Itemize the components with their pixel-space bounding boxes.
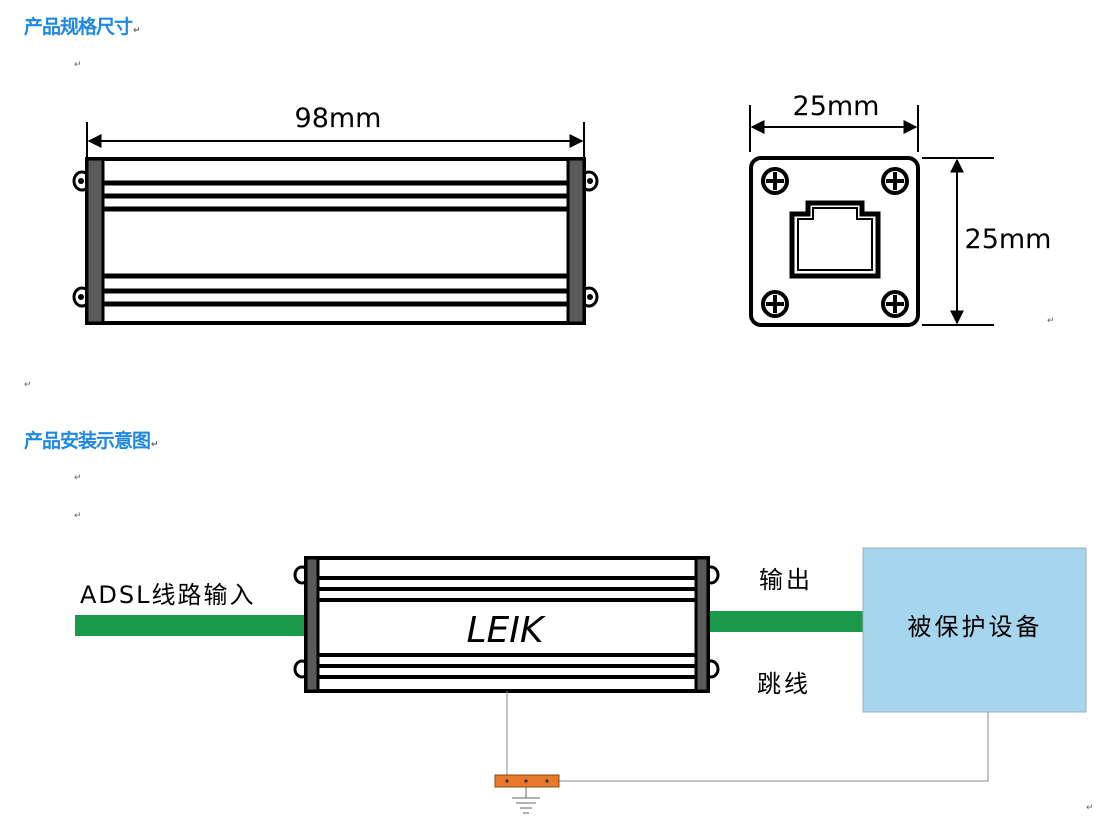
output-label: 输出 — [759, 566, 813, 594]
ground-icon — [512, 787, 540, 814]
screw-icon — [761, 290, 789, 318]
rj-port-icon — [789, 200, 881, 279]
protected-device-box — [862, 547, 1087, 713]
paragraph-mark: ↵ — [74, 511, 82, 521]
screw-icon — [761, 167, 789, 195]
side-view-drawing: 98mm — [72, 103, 599, 325]
input-cable — [75, 615, 306, 636]
screw-icon — [881, 167, 909, 195]
paragraph-mark: ↵ — [74, 60, 82, 70]
ground-wire — [506, 691, 989, 782]
paragraph-mark: ↵ — [1086, 803, 1094, 813]
specs-heading: 产品规格尺寸↵ — [24, 16, 140, 38]
screw-icon — [881, 290, 909, 318]
paragraph-mark: ↵ — [24, 380, 32, 390]
height-dimension-label: 25mm — [965, 224, 1052, 255]
install-heading: 产品安装示意图↵ — [24, 430, 158, 452]
end-view-drawing: 25mm 25mm — [749, 91, 1052, 327]
output-cable — [708, 611, 863, 632]
brand-label: LEIK — [466, 610, 545, 651]
paragraph-mark: ↵ — [1047, 316, 1055, 326]
length-dimension-label: 98mm — [295, 103, 382, 134]
jumper-label: 跳线 — [757, 670, 811, 698]
surge-protector: LEIK — [293, 556, 720, 693]
input-label: ADSL线路输入 — [80, 581, 256, 609]
width-dimension-label: 25mm — [793, 91, 880, 122]
paragraph-mark: ↵ — [74, 473, 82, 483]
installation-diagram: ADSL线路输入 输出 跳线 被保护设备 — [75, 547, 1087, 814]
protected-device-label: 被保护设备 — [908, 613, 1043, 641]
paragraph-mark: ↵ — [151, 440, 158, 450]
paragraph-mark: ↵ — [133, 26, 140, 36]
